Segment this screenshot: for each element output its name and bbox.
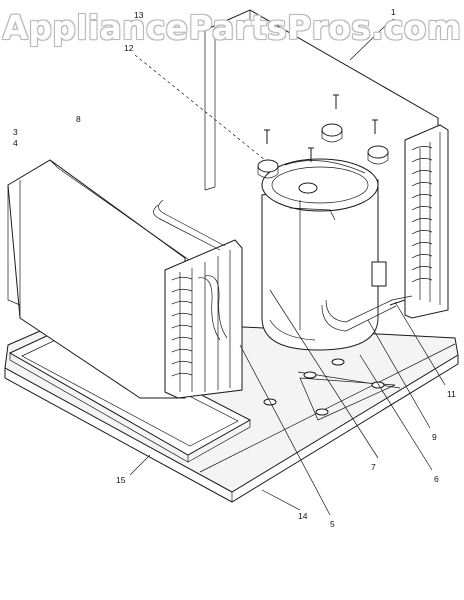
watermark: AppliancePartsPros.com <box>2 8 462 47</box>
callout-3: 3 <box>13 127 18 137</box>
leader-lines <box>129 25 446 516</box>
callout-11: 11 <box>447 389 456 399</box>
callout-12: 12 <box>124 43 134 53</box>
callout-2: 2 <box>391 17 396 27</box>
bolts <box>264 94 378 162</box>
grommets <box>257 123 389 194</box>
callout-labels: 1 2 3 4 5 6 7 8 9 11 12 13 14 15 <box>13 7 456 529</box>
callout-14: 14 <box>298 511 308 521</box>
callout-1: 1 <box>391 7 396 17</box>
callout-5: 5 <box>330 519 335 529</box>
callout-9: 9 <box>432 432 437 442</box>
callout-4: 4 <box>13 138 18 148</box>
mounting-plate <box>263 358 401 421</box>
callout-15: 15 <box>116 475 126 485</box>
evaporator-housing <box>7 159 243 399</box>
callout-8: 8 <box>76 114 81 124</box>
condenser-coil <box>404 124 449 319</box>
callout-7: 7 <box>371 462 376 472</box>
callout-6: 6 <box>434 474 439 484</box>
compressor <box>261 158 413 351</box>
callout-13: 13 <box>134 10 144 20</box>
